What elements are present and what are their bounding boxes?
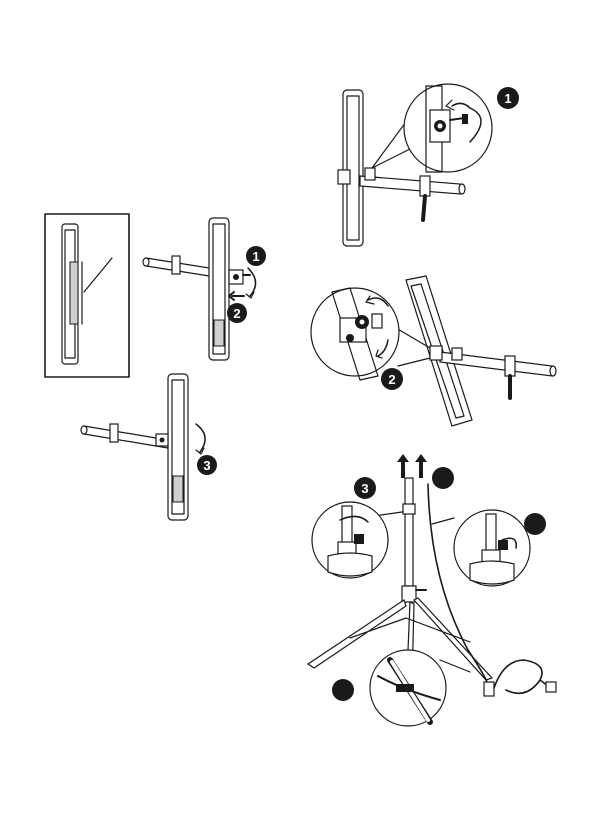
blank-badge-top (432, 467, 454, 489)
light-on-bar-diagram (143, 218, 256, 360)
step-badge-1-right: 1 (497, 87, 519, 109)
step-number: 3 (203, 458, 210, 473)
step-badge-2-right: 2 (381, 368, 403, 390)
step-number: 2 (233, 306, 240, 321)
label-inset (45, 214, 129, 377)
step-number: 1 (504, 91, 511, 106)
step-number: 3 (361, 481, 368, 496)
rotate-angle-diagram (311, 276, 556, 426)
step-badge-2-left: 2 (227, 303, 247, 323)
step-number: 2 (388, 372, 395, 387)
step-badge-3-left: 3 (197, 455, 217, 475)
light-tilt-diagram (81, 374, 205, 520)
blank-badge-right (524, 513, 546, 535)
blank-badge-bottom (332, 679, 354, 701)
step-number: 1 (252, 249, 259, 264)
step-badge-3-tripod: 3 (354, 477, 376, 499)
clamp-detail-diagram (338, 84, 492, 246)
step-badge-1-left: 1 (246, 246, 266, 266)
